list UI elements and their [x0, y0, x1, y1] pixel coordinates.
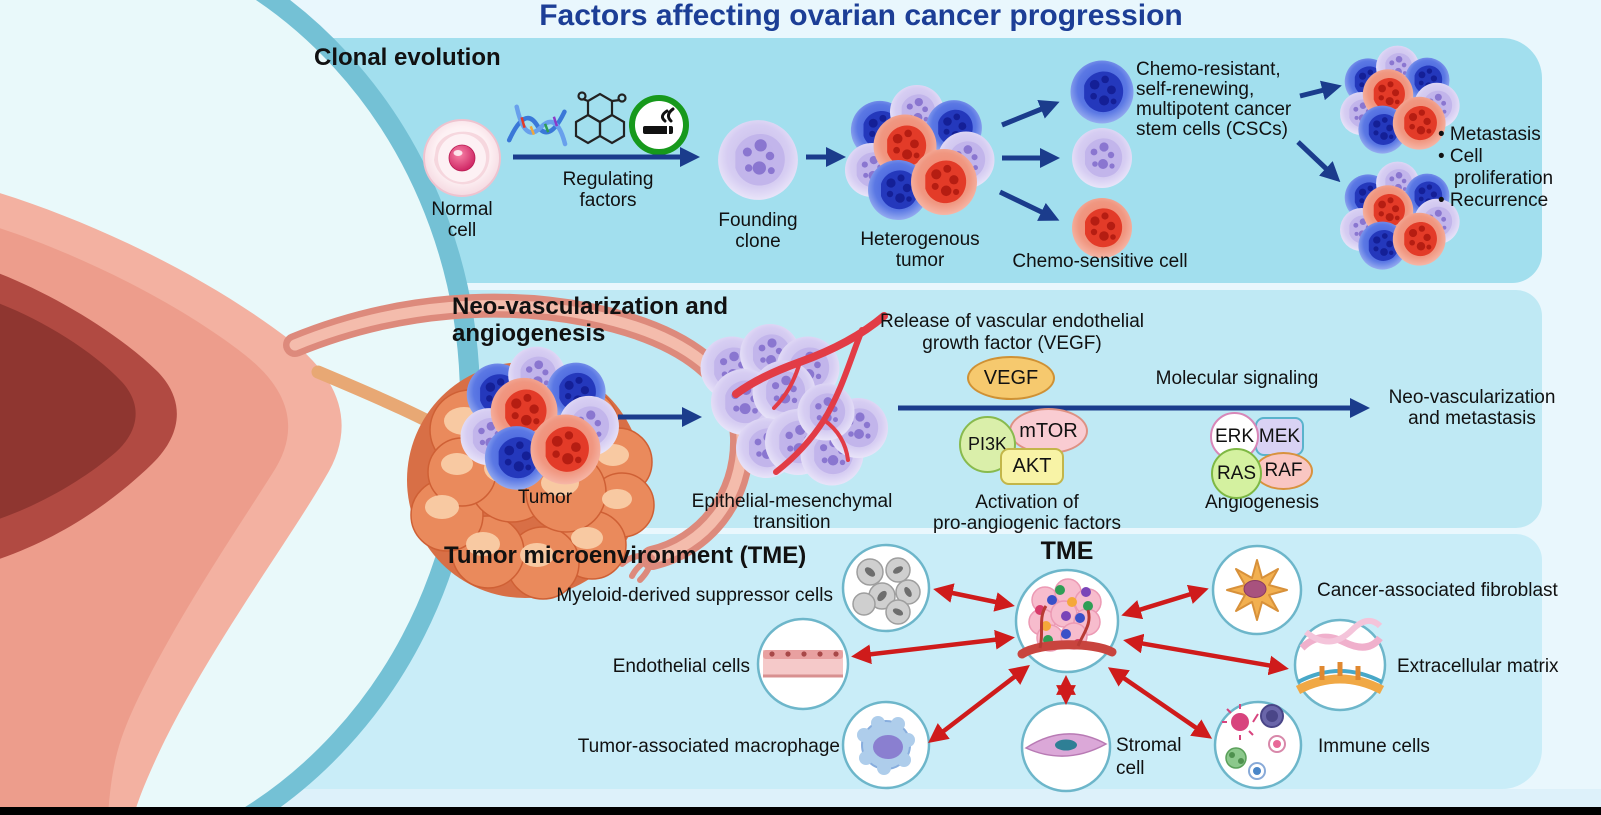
stromal-label: Stromal cell [1116, 735, 1182, 779]
angiogenesis-label: Angiogenesis [1204, 492, 1320, 513]
mek-node: MEK [1255, 417, 1304, 456]
akt-node: AKT [1000, 448, 1064, 485]
chemo-sensitive-cell [1072, 198, 1132, 258]
intermediate-cell [1072, 128, 1132, 188]
macrophage-icon [857, 716, 915, 775]
ecm-label: Extracellular matrix [1397, 656, 1559, 677]
emt-blood-vessels [732, 312, 888, 475]
figure-title: Factors affecting ovarian cancer progres… [539, 0, 1183, 32]
fibroblast-label: Cancer-associated fibroblast [1317, 580, 1558, 601]
normal-cell-label: Normal cell [431, 199, 493, 241]
clonal-heading: Clonal evolution [314, 44, 501, 71]
endothelial-label: Endothelial cells [612, 656, 750, 677]
myeloid-label: Myeloid-derived suppressor cells [556, 585, 833, 606]
emt-illustration [700, 312, 888, 486]
neo-arrows [618, 398, 1370, 427]
neo-result-label: Neo-vascularization and metastasis [1388, 387, 1556, 429]
vegf-node: VEGF [967, 356, 1055, 400]
chemical-molecule-icon [574, 91, 627, 145]
immune-cells-icon [1222, 704, 1286, 780]
endothelial-cells-icon [763, 650, 843, 678]
regulating-factors-label: Regulating factors [562, 169, 654, 211]
founding-clone-label: Founding clone [718, 210, 798, 252]
dna-icon [506, 104, 568, 147]
chemo-resistant-cell [1070, 60, 1134, 124]
raf-node: RAF [1254, 452, 1313, 490]
chemo-sensitive-label: Chemo-sensitive cell [1012, 251, 1188, 272]
bottom-band [0, 789, 1601, 807]
molecular-signaling-label: Molecular signaling [1155, 368, 1319, 389]
immune-label: Immune cells [1318, 736, 1430, 757]
tme-heading: Tumor microenvironment (TME) [444, 542, 807, 569]
vegf-release-label: Release of vascular endothelial growth f… [879, 311, 1145, 354]
clonal-arrows [513, 80, 1342, 221]
fibroblast-icon [1226, 559, 1288, 621]
outcomes-list: • Metastasis • Cell proliferation • Recu… [1438, 124, 1554, 211]
neo-heading: Neo-vascularization and angiogenesis [452, 293, 729, 347]
emt-label: Epithelial-mesenchymal transition [691, 491, 893, 533]
founding-clone-cell [718, 120, 798, 200]
tme-arrows [851, 583, 1289, 744]
fallopian-tube [283, 293, 755, 583]
ras-node: RAS [1211, 448, 1262, 499]
stromal-cell-icon [1024, 733, 1108, 757]
tumor-label: Tumor [517, 487, 573, 508]
csc-label: Chemo-resistant, self-renewing, multipot… [1136, 59, 1292, 140]
activation-label: Activation of pro-angiogenic factors [933, 492, 1121, 534]
bottom-border-bar [0, 807, 1601, 815]
tme-center-label: TME [1040, 537, 1094, 565]
smoking-icon [629, 95, 689, 155]
tme-center-icon [1017, 578, 1117, 659]
heterogenous-tumor-label: Heterogenous tumor [860, 229, 980, 271]
heterogenous-tumor-cluster [845, 85, 995, 220]
macrophage-label: Tumor-associated macrophage [577, 736, 840, 757]
normal-cell-illustration [423, 119, 501, 197]
myeloid-cells-icon [852, 557, 921, 625]
extracellular-matrix-icon [1295, 617, 1385, 695]
